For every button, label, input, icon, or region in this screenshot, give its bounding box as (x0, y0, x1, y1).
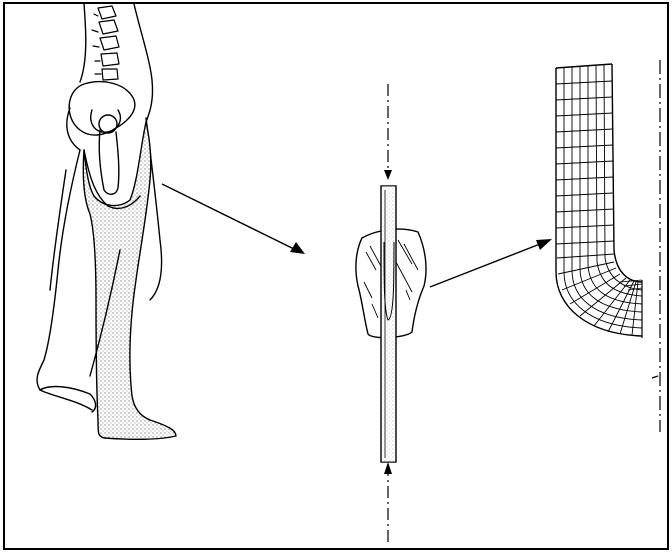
pylon-shading (382, 186, 395, 462)
load-arrow-bottom (384, 462, 392, 474)
axis-mark (652, 376, 658, 378)
leg-panel (37, 4, 176, 439)
spine (92, 6, 119, 80)
prosthetic-leg-stippled (83, 122, 176, 439)
socket-model-panel (356, 84, 426, 544)
pelvis (69, 82, 135, 135)
torso-outline-right (134, 4, 153, 122)
mesh-outer-boundary (556, 68, 642, 336)
mesh-inner-boundary (612, 64, 642, 282)
fe-mesh-panel (556, 60, 660, 432)
arrow-model-to-mesh (430, 239, 552, 287)
hip-joint (99, 115, 117, 133)
femur (99, 130, 119, 194)
arrow-leg-to-model (162, 184, 305, 254)
load-arrow-top (384, 170, 392, 180)
torso-outline-left (80, 4, 86, 82)
